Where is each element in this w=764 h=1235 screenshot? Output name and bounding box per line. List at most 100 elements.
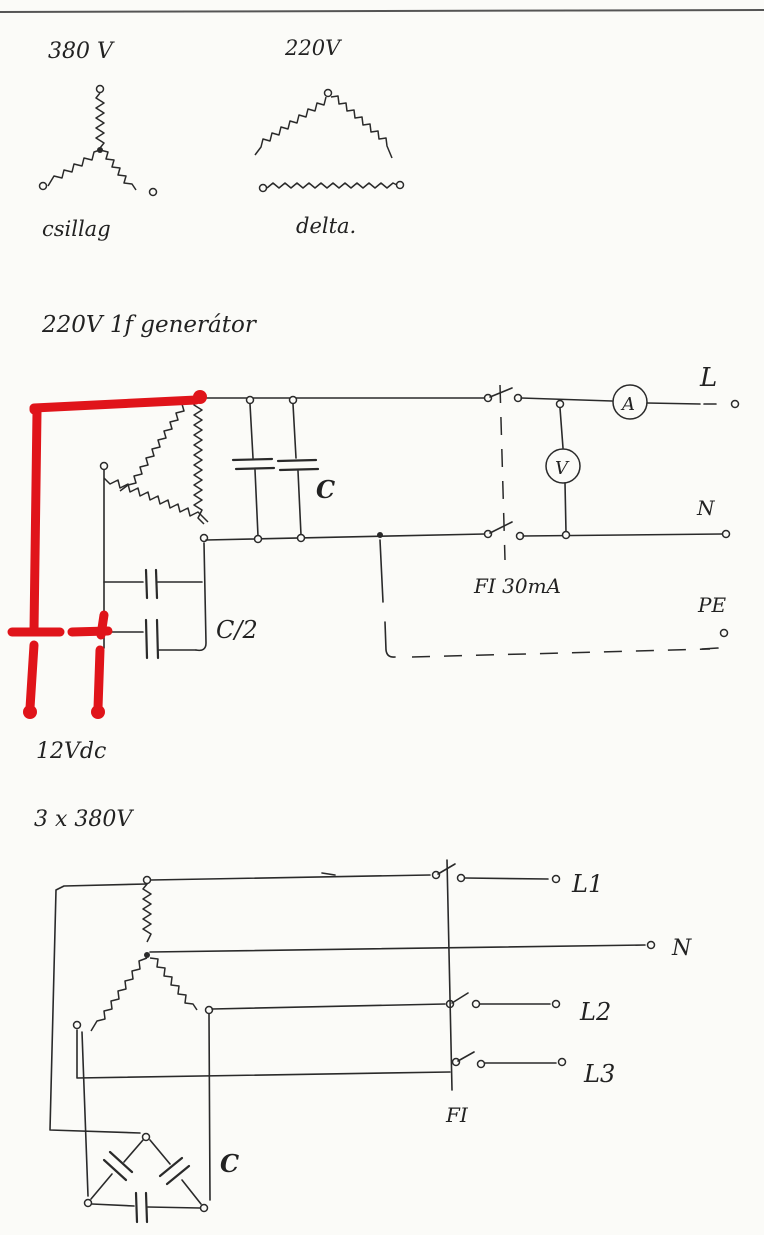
tp-N-label: N xyxy=(671,936,692,961)
delta-winding-bottom xyxy=(266,182,398,189)
tp-node-center xyxy=(144,952,150,958)
rcd-label: FI 30mA xyxy=(473,574,561,598)
rcd-mechanical-link xyxy=(499,384,506,561)
tp-cap-node-right xyxy=(199,1203,209,1213)
tp-cap-a-wire1 xyxy=(123,1139,144,1163)
tp-cap-label: C xyxy=(220,1149,239,1178)
terminal-PE xyxy=(719,628,729,638)
tp-cap-node-left xyxy=(83,1198,93,1208)
tp-rcd-mechanical-link xyxy=(446,859,453,1091)
tp-node-right xyxy=(204,1005,214,1015)
dc-node-top xyxy=(193,390,207,404)
dc-lead-right xyxy=(93,645,105,713)
cap-C-label: C xyxy=(316,475,335,504)
star-center-node xyxy=(97,147,103,153)
tp-rcd-out-L1 xyxy=(456,873,466,883)
star-winding-top xyxy=(95,92,105,149)
tp-wire-L1 xyxy=(150,874,431,881)
star-terminal-top xyxy=(95,84,105,94)
tp-node-left xyxy=(72,1020,82,1030)
terminal-PE-label: PE xyxy=(697,593,726,617)
dc-label: 12Vdc xyxy=(36,739,106,764)
dc-bar-right xyxy=(67,626,113,637)
tp-rcd-contact-L2 xyxy=(451,992,469,1004)
tp-cap-c-plate1 xyxy=(134,1191,139,1224)
tp-left-drop xyxy=(81,1031,89,1197)
rcd-contact-L xyxy=(489,387,513,398)
delta-terminal-top xyxy=(323,88,333,98)
cap1-plate-top xyxy=(231,457,274,462)
delta-voltage-label: 220V xyxy=(284,36,342,60)
terminal-N-label: N xyxy=(696,496,716,520)
delta-winding-right xyxy=(330,95,393,159)
tp-winding-right xyxy=(149,957,198,1011)
dc-wire-left xyxy=(29,407,42,635)
terminal-L-label: L xyxy=(699,363,717,393)
three-phase-heading: 3 x 380V xyxy=(34,807,134,832)
tp-rcd-in-L1 xyxy=(431,870,441,880)
terminal-N xyxy=(721,529,731,539)
delta-connection: 220V delta. xyxy=(254,36,405,238)
tp-rcd-in-L3 xyxy=(451,1057,461,1067)
paper-top-edge xyxy=(0,9,764,13)
tp-terminal-L2 xyxy=(551,999,561,1009)
dc-terminal-plus xyxy=(91,705,105,719)
voltmeter-icon xyxy=(545,448,581,484)
dc-wire-top xyxy=(29,395,201,415)
tp-cap-b-wire2 xyxy=(181,1179,202,1205)
tp-winding-top xyxy=(142,883,152,943)
tp-cap-c-wire1 xyxy=(91,1203,135,1207)
cap1-plate-bottom xyxy=(234,466,276,471)
tp-terminal-N xyxy=(646,940,656,950)
halfcap2-plate-right xyxy=(155,618,160,660)
tp-cap-c-plate2 xyxy=(144,1191,149,1224)
halfcap1-plate-left xyxy=(144,568,149,600)
voltmeter-wire-top xyxy=(559,407,564,449)
cap2-bottom-node xyxy=(296,533,306,543)
tp-rcd-label: FI xyxy=(445,1103,469,1127)
cap1-wire-bottom xyxy=(254,469,259,537)
ammeter-icon xyxy=(612,384,648,420)
tp-rcd-out-L3 xyxy=(476,1059,486,1069)
star-winding-left xyxy=(47,149,101,187)
rcd-contact-N xyxy=(489,521,513,534)
delta-terminal-right xyxy=(395,180,405,190)
tp-L2-label: L2 xyxy=(579,998,611,1026)
line-wire-out xyxy=(646,402,701,405)
tp-cap-c-wire2 xyxy=(147,1206,201,1209)
star-connection: 380 V csillag xyxy=(38,39,158,241)
star-terminal-right xyxy=(148,187,158,197)
star-terminal-left xyxy=(38,181,48,191)
winding-node-left xyxy=(99,461,109,471)
winding-lower xyxy=(103,477,209,523)
tp-cap-b-wire1 xyxy=(149,1139,171,1165)
pe-terminal-tick xyxy=(701,647,719,650)
tp-wire-L2 xyxy=(211,1003,446,1010)
pe-junction xyxy=(377,532,383,538)
pe-wire-drop xyxy=(379,539,384,603)
halfcap-right-bus xyxy=(195,542,207,652)
single-phase-generator: A L N FI 30mA V C xyxy=(7,363,740,764)
voltmeter-symbol: V xyxy=(555,458,570,479)
cap1-wire-top xyxy=(249,403,254,459)
winding-vertical xyxy=(193,399,205,525)
pe-wire-dashed xyxy=(411,648,711,658)
cap2-wire-top xyxy=(292,403,297,459)
star-voltage-label: 380 V xyxy=(48,39,115,64)
tp-wire-L1-out xyxy=(464,877,549,880)
tp-cap-a-wire2 xyxy=(90,1173,113,1200)
halfcap-label: C/2 xyxy=(216,616,258,644)
single-phase-heading: 220V 1f generátor xyxy=(41,312,258,338)
tp-cap-b-plate1 xyxy=(158,1156,184,1178)
winding-diagonal xyxy=(119,399,191,492)
rcd-in-L xyxy=(483,393,493,403)
neutral-wire-right xyxy=(522,533,723,537)
cap2-plate-top xyxy=(276,458,318,463)
tp-wire-L1-arrow xyxy=(321,872,336,876)
terminal-L xyxy=(730,399,740,409)
neutral-wire-left xyxy=(205,533,486,541)
tp-cap-b-plate2 xyxy=(165,1164,191,1186)
cap2-wire-bottom xyxy=(297,470,302,536)
